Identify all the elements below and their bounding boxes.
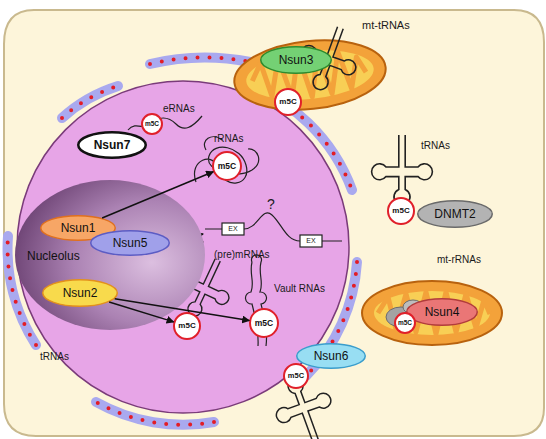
rna-label: ? (267, 197, 275, 211)
modification-label: m5C (394, 312, 416, 334)
methylation-arrow (109, 302, 173, 322)
enzyme-oval: Nsun7 (77, 131, 147, 159)
rna-label: tRNAs (421, 141, 450, 151)
methylation-arrow (115, 299, 249, 321)
enzyme-oval-outline (418, 201, 493, 228)
enzyme-oval: DNMT2 (417, 200, 493, 228)
m5c-circle-outline (284, 364, 308, 388)
m5c-circle: m5C (283, 363, 309, 389)
modification-label: m5C (141, 113, 163, 135)
rna-label: mt-rRNAs (437, 255, 481, 265)
enzyme-oval: Nsun3 (260, 46, 332, 74)
cell-membrane (4, 10, 544, 436)
enzyme-oval: Nsun2 (42, 279, 118, 307)
enzyme-oval-outline (407, 299, 478, 326)
pre-mrna (205, 213, 342, 247)
methylation-arrow (102, 172, 213, 218)
enzyme-oval: Nsun4 (406, 298, 478, 326)
enzyme-oval-outline (261, 47, 332, 74)
enzyme-name: Nsun3 (260, 46, 332, 74)
enzyme-oval: Nsun5 (90, 230, 170, 256)
m5c-circle-outline (275, 89, 301, 115)
enzyme-name: Nsun2 (42, 279, 118, 307)
enzyme-name: DNMT2 (417, 200, 493, 228)
m5c-circle: m5C (274, 88, 302, 116)
modification-label: m5C (173, 312, 201, 340)
m5c-circle: m5C (394, 312, 416, 334)
mitochondrion (362, 281, 502, 345)
rna-label: Vault RNAs (274, 284, 325, 294)
enzyme-oval-outline (297, 344, 366, 369)
erna-strand (128, 116, 202, 130)
ribosome-dots (8, 57, 357, 424)
modification-label: m5C (283, 363, 309, 389)
rna-label: rRNAs (214, 134, 243, 144)
m5c-circle-outline (388, 198, 414, 224)
nucleolus-outline (15, 180, 205, 330)
m5c-circle: m5C (249, 308, 279, 338)
modification-label: m5C (387, 197, 415, 225)
rna-label: (pre)mRNAs (214, 250, 270, 260)
enzyme-oval-outline (91, 231, 170, 256)
rna-label: eRNAs (163, 104, 195, 114)
modification-label: m5C (274, 88, 302, 116)
exon-label: EX (300, 235, 322, 247)
enzyme-name: Nsun7 (77, 131, 147, 159)
endoplasmic-reticulum (8, 57, 357, 424)
enzyme-oval: Nsun6 (296, 343, 366, 369)
modification-label: m5C (249, 308, 279, 338)
m5c-circle: m5C (387, 197, 415, 225)
m5c-circle-outline (250, 309, 278, 337)
enzyme-name: Nsun5 (90, 230, 170, 256)
rna-label: tRNAs (40, 352, 69, 362)
m5c-circle-outline (213, 152, 241, 180)
enzyme-name: Nsun4 (406, 298, 478, 326)
rna-label: mt-tRNAs (362, 20, 410, 31)
compartment-label: Nucleolus (27, 250, 80, 262)
m5c-circle-outline (142, 114, 162, 134)
nucleolus: NucleolusNsun1Nsun5Nsun2 (15, 180, 205, 330)
enzyme-name: Nsun6 (296, 343, 366, 369)
m5c-circle-outline (395, 313, 415, 333)
m5c-circle-outline (174, 313, 200, 339)
exon-label: EX (222, 223, 244, 235)
m5c-circle: m5C (173, 312, 201, 340)
m5c-circle: m5C (212, 151, 242, 181)
modification-label: m5C (212, 151, 242, 181)
trna-cloverleaf (168, 18, 433, 439)
enzyme-oval-outline (43, 280, 118, 307)
m5c-circle: m5C (141, 113, 163, 135)
